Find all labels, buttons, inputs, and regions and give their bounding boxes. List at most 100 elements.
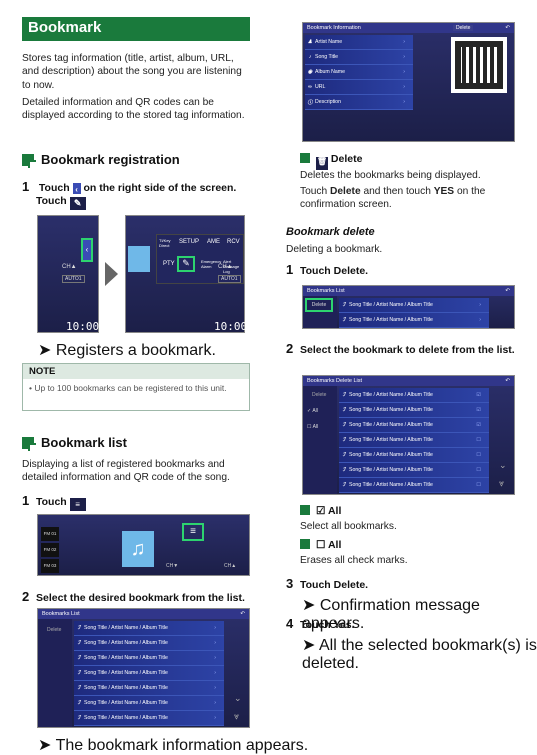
checkbox[interactable]: ☐: [476, 482, 481, 488]
info-field[interactable]: ♟Artist Name›: [305, 35, 413, 50]
checkbox[interactable]: ☑: [476, 422, 481, 428]
menu-item[interactable]: TI/Key Direct: [159, 238, 171, 248]
trash-icon: 🗑: [316, 157, 328, 170]
delete-button[interactable]: Delete: [305, 298, 333, 312]
menu-item[interactable]: AME: [207, 239, 221, 245]
list-description: Displaying a list of registered bookmark…: [22, 459, 230, 484]
side-chevron-button[interactable]: ‹: [81, 238, 93, 262]
preset-button[interactable]: FM 02: [41, 543, 59, 557]
preset-button[interactable]: FM 03: [41, 559, 59, 573]
bookmark-info-screen: Bookmark Information↶ Delete ♟Artist Nam…: [302, 22, 515, 142]
scroll-end-icon[interactable]: ⩔: [499, 478, 505, 488]
preset-list: FM 01 FM 02 FM 03: [41, 527, 59, 573]
step4-result: ➤ All the selected bookmark(s) is delete…: [302, 637, 537, 672]
select-all-button[interactable]: ✓ All: [307, 408, 318, 414]
delete-button[interactable]: Delete: [312, 392, 327, 398]
back-icon[interactable]: ↶: [240, 611, 245, 617]
album-art: [128, 246, 150, 272]
checkbox[interactable]: ☐: [476, 452, 481, 458]
note-text: • Up to 100 bookmarks can be registered …: [29, 383, 227, 393]
ch-up-label: CH▲: [218, 264, 233, 270]
checkbox[interactable]: ☐: [476, 437, 481, 443]
clear-all-button[interactable]: ☐ All: [307, 424, 319, 430]
back-icon[interactable]: ↶: [505, 288, 510, 294]
info-field[interactable]: ♪Song Title›: [305, 50, 413, 65]
preset-button[interactable]: FM 01: [41, 527, 59, 541]
menu-item[interactable]: RCV: [227, 239, 240, 245]
scroll-end-icon[interactable]: ⩔: [234, 711, 240, 721]
list-result: ➤ The bookmark information appears.: [38, 737, 309, 754]
delete-button[interactable]: Delete: [47, 627, 62, 633]
menu-item[interactable]: Alert Message Log: [223, 259, 240, 274]
screen-header: Bookmarks List↶: [303, 286, 514, 296]
side-panel: Delete ✓ All ☐ All: [303, 386, 337, 494]
ch-up-label[interactable]: CH▲: [224, 563, 237, 569]
menu-item[interactable]: Emergency Alarm: [201, 259, 222, 269]
side-panel: Delete: [303, 296, 337, 328]
checkbox[interactable]: ☑: [476, 392, 481, 398]
radio-screen-before: ‹ CH▲ AUTO1 10:00: [37, 215, 99, 333]
registration-result: ➤ Registers a bookmark.: [38, 342, 216, 359]
menu-item[interactable]: PTY: [163, 261, 175, 267]
bookmark-delete-heading: Bookmark delete: [286, 226, 375, 238]
screen-header: Bookmarks List↶: [38, 609, 249, 619]
step3-result: ➤ Confirmation message appears.: [302, 597, 480, 632]
bookmark-add-button[interactable]: ✎: [177, 256, 195, 272]
scroll-down-icon[interactable]: ⌄: [234, 693, 242, 703]
chevron-left-icon: ‹: [72, 183, 81, 194]
delete-label: 🗑 Delete: [300, 153, 362, 170]
delete-button[interactable]: Delete: [453, 25, 474, 31]
back-icon[interactable]: ↶: [505, 378, 510, 384]
screen-header: Bookmarks Delete List↶: [303, 376, 514, 386]
radio-screen-after: TI/Key Direct SETUP AME RCV PTY ✎ Emerge…: [125, 215, 247, 333]
info-field[interactable]: ◉Album Name›: [305, 65, 413, 80]
note-box: NOTE • Up to 100 bookmarks can be regist…: [22, 363, 250, 411]
side-panel: Delete: [38, 619, 72, 727]
bookmark-list-button[interactable]: ≡: [182, 523, 204, 541]
all-off-label: ☐ All: [300, 539, 341, 551]
clock: 10:00: [66, 320, 100, 333]
registration-heading: Bookmark registration: [22, 152, 180, 168]
arrow-right-icon: [105, 262, 118, 286]
screen-header: Bookmark Information↶: [303, 23, 514, 33]
menu-item[interactable]: SETUP: [179, 239, 200, 245]
checkbox[interactable]: ☐: [476, 467, 481, 473]
all-on-label: ☑ All: [300, 505, 341, 517]
heading-marker-icon: [22, 436, 36, 451]
info-field[interactable]: ∞URL›: [305, 80, 413, 95]
ch-down-label[interactable]: CH▼: [166, 563, 179, 569]
music-note-icon: ♫: [122, 531, 154, 567]
scroll-down-icon[interactable]: ⌄: [499, 460, 507, 470]
auto-label: AUTO1: [218, 275, 241, 283]
back-icon[interactable]: ↶: [505, 25, 510, 31]
checkbox[interactable]: ☑: [476, 407, 481, 413]
qr-code: [451, 37, 507, 93]
player-screen: FM 01 FM 02 FM 03 ♫ ≡ CH▼ CH▲: [37, 514, 250, 576]
list-icon: ≡: [69, 498, 86, 511]
